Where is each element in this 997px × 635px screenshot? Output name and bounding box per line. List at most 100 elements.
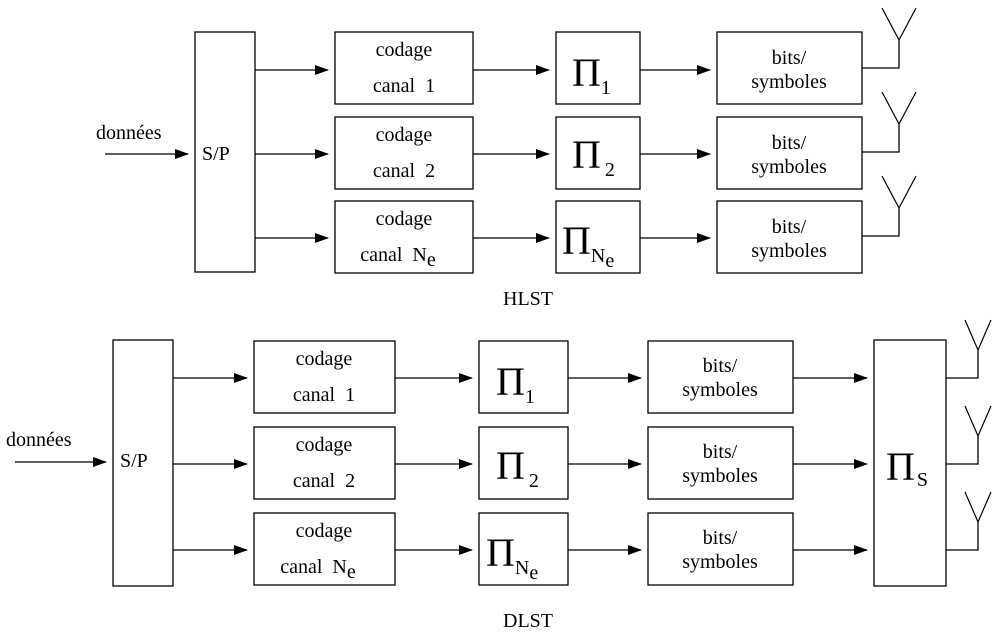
dlst-diagram: données S/P codage canal 1 Π1 bits/ symb…	[6, 319, 992, 632]
hlst-row2-antenna-feed	[862, 124, 900, 153]
dlst-row1-interleaver-block	[478, 340, 569, 414]
dlst-row2-pi-symbol: Π	[496, 443, 525, 488]
hlst-row2-coding-line2: canal 2	[373, 160, 435, 182]
hlst-row3-pi-sub: N	[591, 245, 605, 267]
dlst-antenna3-feed	[946, 522, 979, 551]
hlst-row1-antenna-icon	[881, 7, 917, 42]
hlst-row3-pi-sub2: e	[605, 250, 614, 272]
hlst-row2-interleaver-block	[555, 116, 641, 190]
dlst-row3-coding-line2: canal Ne	[280, 556, 356, 583]
dlst-row3-pi-sub2: e	[529, 562, 538, 584]
dlst-sp-label: S/P	[120, 450, 148, 472]
hlst-row2-coding-line1: codage	[376, 124, 433, 146]
dlst-sp-block	[112, 339, 174, 587]
dlst-row3-interleaver-block	[478, 512, 569, 586]
dlst-row3-mapper-line2: symboles	[682, 551, 758, 573]
dlst-row1-interleaver-label: Π1	[496, 359, 535, 408]
hlst-row3-coding-line2: canal Ne	[360, 244, 436, 271]
dlst-row1-mapper-line1: bits/	[703, 355, 738, 377]
dlst-row3-interleaver-label: ΠNe	[486, 530, 538, 584]
dlst-row1-coding-line1: codage	[296, 348, 353, 370]
hlst-row3-pi-symbol: Π	[562, 218, 591, 263]
dlst-pis-sub: S	[917, 469, 928, 491]
dlst-row3-coding-main: canal N	[280, 556, 347, 578]
hlst-row3-coding-main: canal N	[360, 244, 427, 266]
dlst-row3-pi-symbol: Π	[486, 530, 515, 575]
dlst-pis-symbol: Π	[886, 444, 915, 489]
dlst-row3-coding-sub: e	[347, 561, 356, 583]
hlst-row-3: codage canal Ne ΠNe bits/ symboles	[255, 175, 917, 274]
hlst-row1-antenna-feed	[862, 40, 900, 69]
dlst-row3-mapper-line1: bits/	[703, 527, 738, 549]
hlst-row1-pi-sub: 1	[601, 77, 611, 99]
hlst-row3-coding-block	[334, 200, 474, 274]
hlst-row2-coding-block	[334, 116, 474, 190]
hlst-sp-label: S/P	[202, 143, 230, 165]
hlst-input-label: données	[96, 122, 162, 144]
hlst-row-1: codage canal 1 Π1 bits/ symboles	[255, 7, 917, 105]
dlst-row3-pi-sub: N	[515, 557, 529, 579]
dlst-row1-coding-line2: canal 1	[293, 384, 355, 406]
dlst-row1-mapper-block	[647, 340, 794, 414]
hlst-row3-mapper-line2: symboles	[751, 240, 827, 262]
dlst-row2-mapper-line2: symboles	[682, 465, 758, 487]
hlst-row3-mapper-line1: bits/	[772, 216, 807, 238]
hlst-row2-mapper-line2: symboles	[751, 156, 827, 178]
hlst-row2-pi-symbol: Π	[572, 132, 601, 177]
dlst-row2-pi-sub: 2	[529, 470, 539, 492]
hlst-row1-interleaver-block	[555, 31, 641, 105]
hlst-row2-mapper-line1: bits/	[772, 132, 807, 154]
dlst-row1-pi-symbol: Π	[496, 359, 525, 404]
hlst-row1-interleaver-label: Π1	[572, 50, 611, 99]
hlst-row3-coding-line1: codage	[376, 208, 433, 230]
dlst-antenna1-icon	[964, 319, 992, 352]
dlst-caption: DLST	[503, 610, 553, 632]
dlst-antenna2-icon	[964, 405, 992, 438]
dlst-row-3: codage canal Ne ΠNe bits/ symboles	[173, 512, 868, 586]
hlst-row3-coding-sub: e	[427, 249, 436, 271]
hlst-diagram: données S/P codage canal 1 Π1 bits/ symb…	[96, 7, 917, 310]
hlst-row3-antenna-icon	[881, 175, 917, 210]
hlst-row2-antenna-icon	[881, 91, 917, 126]
hlst-row3-interleaver-label: ΠNe	[562, 218, 614, 272]
hlst-sp-block	[194, 31, 256, 273]
dlst-input-label: données	[6, 429, 72, 451]
dlst-row1-mapper-line2: symboles	[682, 379, 758, 401]
hlst-row1-mapper-block	[716, 31, 863, 105]
hlst-row3-mapper-block	[716, 200, 863, 274]
dlst-row2-interleaver-block	[478, 426, 569, 500]
dlst-antenna3-icon	[964, 491, 992, 524]
hlst-row1-coding-block	[334, 31, 474, 105]
dlst-row1-coding-block	[253, 340, 396, 414]
hlst-row1-pi-symbol: Π	[572, 50, 601, 95]
hlst-row1-coding-line2: canal 1	[373, 75, 435, 97]
hlst-caption: HLST	[503, 288, 553, 310]
dlst-row2-coding-block	[253, 426, 396, 500]
hlst-row1-coding-line1: codage	[376, 39, 433, 61]
hlst-row3-interleaver-block	[555, 200, 641, 274]
dlst-row3-coding-block	[253, 512, 396, 586]
dlst-row1-pi-sub: 1	[525, 386, 535, 408]
hlst-row3-antenna-feed	[862, 208, 900, 237]
dlst-row3-mapper-block	[647, 512, 794, 586]
hlst-row2-mapper-block	[716, 116, 863, 190]
hlst-row1-mapper-line2: symboles	[751, 71, 827, 93]
dlst-row-1: codage canal 1 Π1 bits/ symboles	[173, 340, 868, 414]
dlst-row2-coding-line2: canal 2	[293, 470, 355, 492]
dlst-antenna1-feed	[946, 350, 979, 379]
dlst-row2-mapper-line1: bits/	[703, 441, 738, 463]
dlst-space-interleaver-block	[873, 339, 947, 587]
hlst-row2-pi-sub: 2	[605, 159, 615, 181]
dlst-row2-coding-line1: codage	[296, 434, 353, 456]
dlst-row3-coding-line1: codage	[296, 520, 353, 542]
dlst-antenna2-feed	[946, 436, 979, 465]
dlst-row2-mapper-block	[647, 426, 794, 500]
hlst-row1-mapper-line1: bits/	[772, 47, 807, 69]
